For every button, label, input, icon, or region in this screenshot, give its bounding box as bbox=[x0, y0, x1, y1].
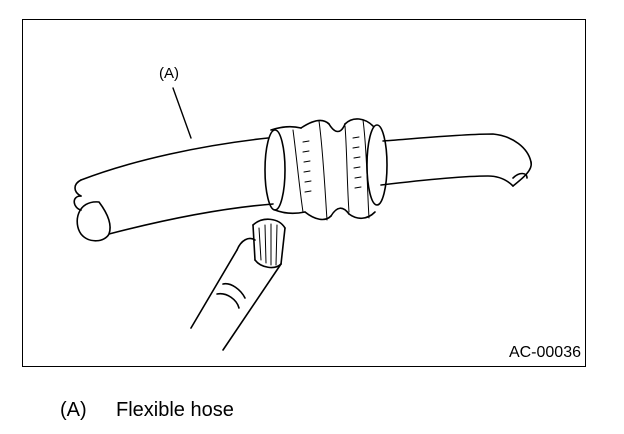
legend: (A) Flexible hose bbox=[60, 400, 234, 420]
callout-label-a: (A) bbox=[159, 65, 179, 82]
legend-description-a: Flexible hose bbox=[116, 399, 234, 421]
flexible-hose bbox=[73, 133, 533, 242]
probe-tool bbox=[190, 218, 286, 351]
legend-key-a: (A) bbox=[60, 399, 87, 421]
leader-line-a bbox=[172, 87, 192, 139]
corrugated-sleeve bbox=[264, 118, 388, 221]
hose-illustration bbox=[73, 87, 533, 351]
figure-frame: (A) AC-00036 bbox=[22, 19, 586, 367]
figure-code: AC-00036 bbox=[508, 344, 581, 361]
